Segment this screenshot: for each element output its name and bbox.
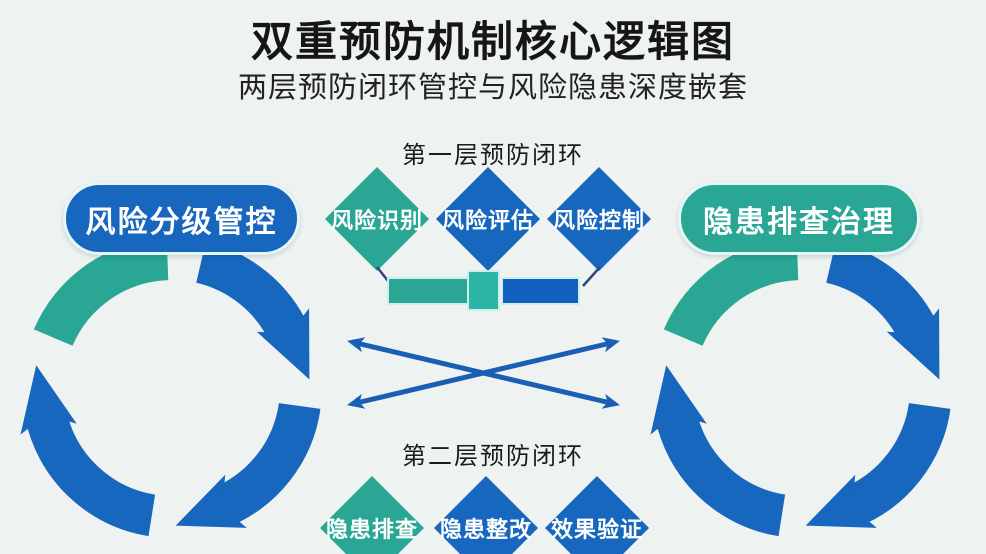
diamond-label-hazard-check: 隐患排查 (325, 517, 419, 542)
diamond-hazard-check (320, 476, 424, 554)
left-cycle-arrow-arc-top-right (195, 241, 310, 380)
second-layer-diamonds (320, 476, 649, 554)
left-cycle-arrow-arc-bottom (175, 402, 321, 528)
left-cycle-teal-arc (33, 238, 169, 347)
diamond-label-risk-identify: 风险识别 (330, 208, 424, 233)
right-cycle-ring (650, 238, 951, 537)
diamond-label-risk-control: 风险控制 (552, 208, 646, 233)
right-cycle-arrow-arc-left (650, 365, 786, 537)
cross-link-arrows (347, 337, 620, 409)
page-title: 双重预防机制核心逻辑图 (250, 18, 735, 65)
diamond-label-hazard-rectify: 隐患整改 (439, 517, 533, 542)
diamond-risk-assess (436, 167, 540, 271)
right-cycle-arrow-arc-bottom (805, 402, 951, 528)
right-cycle-teal-arc (663, 238, 799, 347)
diamond-risk-identify (325, 167, 429, 271)
second-layer-label: 第二层预防闭环 (402, 443, 584, 470)
cross-arrow-up-right (347, 337, 620, 409)
bar-segment-center (467, 270, 500, 311)
diamond-label-effect-verify: 效果验证 (550, 517, 644, 542)
left-cycle-pill-label: 风险分级管控 (85, 205, 278, 239)
left-cycle-ring (20, 238, 321, 537)
bar-connector-right (582, 266, 601, 287)
left-cycle-pill: 风险分级管控 (63, 182, 300, 255)
diamond-hazard-rectify (434, 476, 538, 554)
left-cycle-arrow-arc-left (20, 365, 156, 537)
diamond-effect-verify (545, 476, 649, 554)
diamond-risk-control (547, 167, 651, 271)
right-cycle-arrow-arc-top-right (825, 241, 940, 380)
page-subtitle: 两层预防闭环管控与风险隐患深度嵌套 (237, 72, 748, 104)
first-layer-label: 第一层预防闭环 (402, 142, 584, 169)
diamond-label-risk-assess: 风险评估 (441, 208, 535, 233)
bar-segment-teal (387, 277, 469, 305)
embed-bar-group (376, 266, 601, 311)
right-cycle-pill: 隐患排查治理 (678, 182, 920, 255)
bar-segment-blue (501, 277, 580, 305)
first-layer-diamonds (325, 167, 651, 271)
right-cycle-pill-label: 隐患排查治理 (703, 205, 895, 239)
